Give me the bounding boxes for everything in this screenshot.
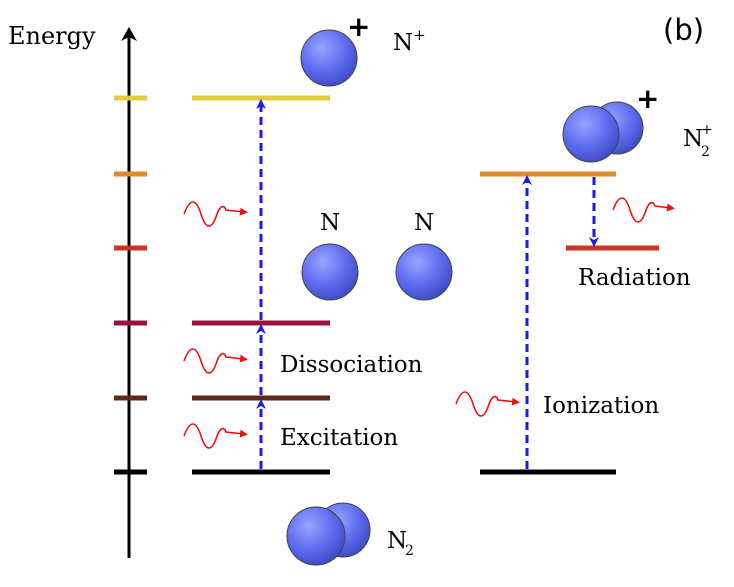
n2-molecule bbox=[286, 502, 371, 566]
label-n2-plus: N + 2 bbox=[683, 122, 713, 160]
label-radiation: Radiation bbox=[578, 265, 691, 291]
svg-text:N: N bbox=[683, 126, 703, 152]
n-atom-left bbox=[301, 243, 359, 301]
n2-plus-charge: + bbox=[636, 82, 659, 115]
label-dissociation: Dissociation bbox=[280, 352, 423, 378]
energy-axis-label: Energy bbox=[8, 22, 96, 50]
n-plus-atom bbox=[300, 29, 358, 87]
photon-ionization bbox=[455, 391, 520, 417]
label-n-atom-right: N bbox=[414, 210, 434, 236]
panel-label: (b) bbox=[663, 13, 704, 47]
photon-upper-left bbox=[183, 201, 248, 227]
n-plus-charge: + bbox=[347, 10, 370, 43]
label-n-plus: N+ bbox=[393, 26, 426, 56]
svg-text:N: N bbox=[387, 528, 407, 554]
svg-text:2: 2 bbox=[405, 543, 414, 559]
label-n2: N 2 bbox=[387, 528, 414, 559]
n2-plus-molecule bbox=[562, 101, 644, 163]
svg-text:+: + bbox=[701, 122, 713, 138]
photon-dissociation bbox=[183, 348, 248, 374]
label-n-atom-left: N bbox=[320, 210, 340, 236]
n-atom-right bbox=[395, 243, 453, 301]
label-ionization: Ionization bbox=[543, 393, 659, 419]
photon-excitation bbox=[183, 423, 248, 449]
label-excitation: Excitation bbox=[280, 425, 398, 451]
photon-radiation bbox=[612, 197, 675, 223]
svg-text:2: 2 bbox=[701, 144, 710, 160]
